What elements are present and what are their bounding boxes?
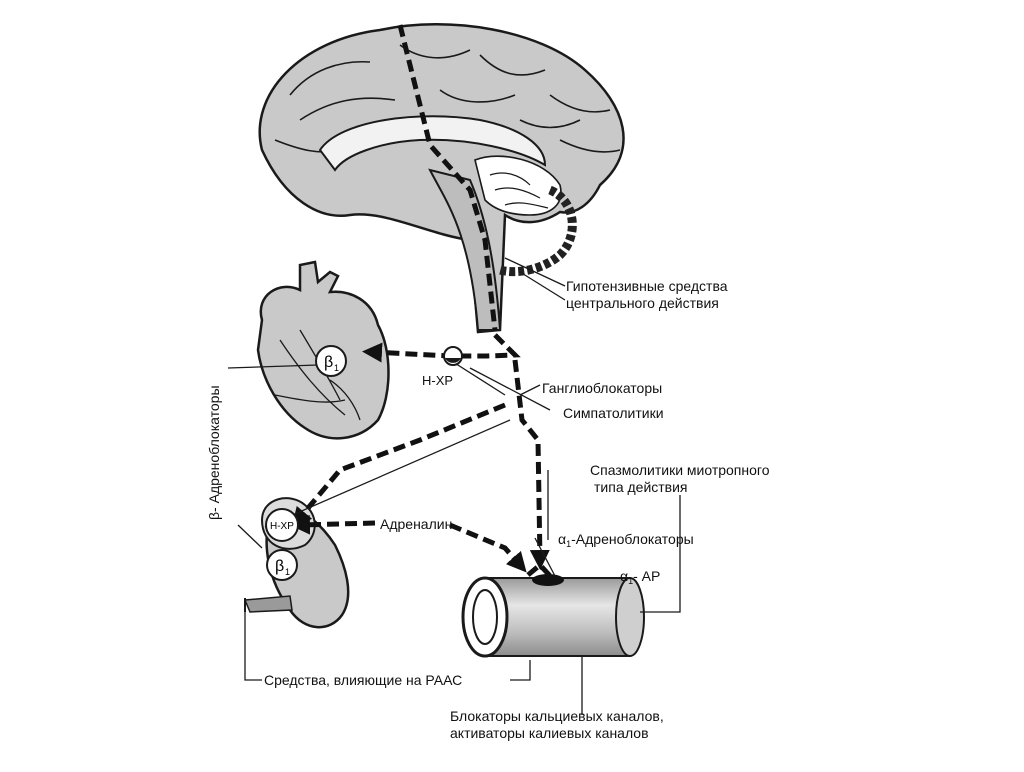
pointer-lines [227, 257, 681, 715]
beta1-heart-sub: 1 [334, 363, 339, 373]
label-adrenaline: Адреналин [380, 516, 453, 532]
label-central-line1: Гипотензивные средства [566, 278, 728, 294]
brain [258, 23, 625, 334]
label-sympatholytics: Симпатолитики [563, 405, 664, 421]
renal-vessels [243, 595, 293, 613]
label-spasmolytics: Спазмолитики миотропного типа действия [590, 462, 770, 496]
label-raas: Средства, влияющие на РААС [264, 672, 463, 688]
vessel-right-end [615, 577, 645, 657]
label-beta-blockers: β- Адреноблокаторы [206, 385, 222, 520]
label-alpha1-receptor: α1- АР [620, 568, 660, 590]
alpha1-receptor-spot [532, 574, 564, 586]
alpha1-blockers-text: -Адреноблокаторы [571, 531, 694, 547]
brain-gyri [274, 44, 621, 153]
label-spasmo-line1: Спазмолитики миотропного [590, 462, 770, 478]
beta1-heart-circle [315, 345, 347, 377]
beta1-adrenal-circle [266, 549, 298, 581]
receptors: β 1 Н-ХР β 1 [265, 345, 463, 581]
pathway-to-vessel [512, 359, 550, 570]
label-calcium-line2: активаторы калиевых каналов [450, 725, 649, 741]
pathway-central [397, 24, 498, 331]
label-calcium-line1: Блокаторы кальциевых каналов, [450, 708, 664, 724]
alpha1-receptor-text: - АР [633, 568, 661, 584]
label-central-action: Гипотензивные средства центрального дейс… [566, 278, 728, 312]
beta1-adrenal-sub: 1 [285, 567, 290, 577]
pathway-to-adrenal [291, 402, 506, 528]
beta1-heart-label: β [324, 354, 333, 371]
label-central-line2: центрального действия [566, 295, 719, 311]
cerebellum-dark-arc [498, 185, 577, 277]
alpha1-receptor-symbol: α [620, 568, 629, 584]
vessel-body [484, 577, 631, 657]
label-calcium: Блокаторы кальциевых каналов, активаторы… [450, 708, 664, 742]
pathway-adrenaline-right [449, 522, 527, 573]
nhr-adrenal-label: Н-ХР [270, 521, 294, 532]
pathway-to-heart [362, 333, 521, 363]
pathway-vessel-top [526, 561, 554, 580]
label-alpha1-blockers: α1-Адреноблокаторы [558, 531, 694, 553]
neural-pathways [290, 24, 554, 580]
beta1-adrenal-label: β [275, 558, 284, 575]
blood-vessel [461, 574, 645, 658]
alpha1-receptor-sub: 1 [628, 576, 634, 586]
label-ganglioblockers: Ганглиоблокаторы [542, 380, 663, 396]
label-spasmo-line2: типа действия [594, 479, 688, 495]
cerebellum [474, 155, 562, 216]
nhr-adrenal-circle [265, 508, 299, 542]
label-nhr-ganglion: Н-ХР [422, 373, 454, 388]
brainstem [428, 168, 502, 331]
pathway-adrenaline-left [290, 514, 376, 535]
corpus-callosum [318, 115, 547, 172]
alpha1-blockers-sub: 1 [566, 539, 572, 549]
alpha1-blockers-symbol: α [558, 531, 567, 547]
